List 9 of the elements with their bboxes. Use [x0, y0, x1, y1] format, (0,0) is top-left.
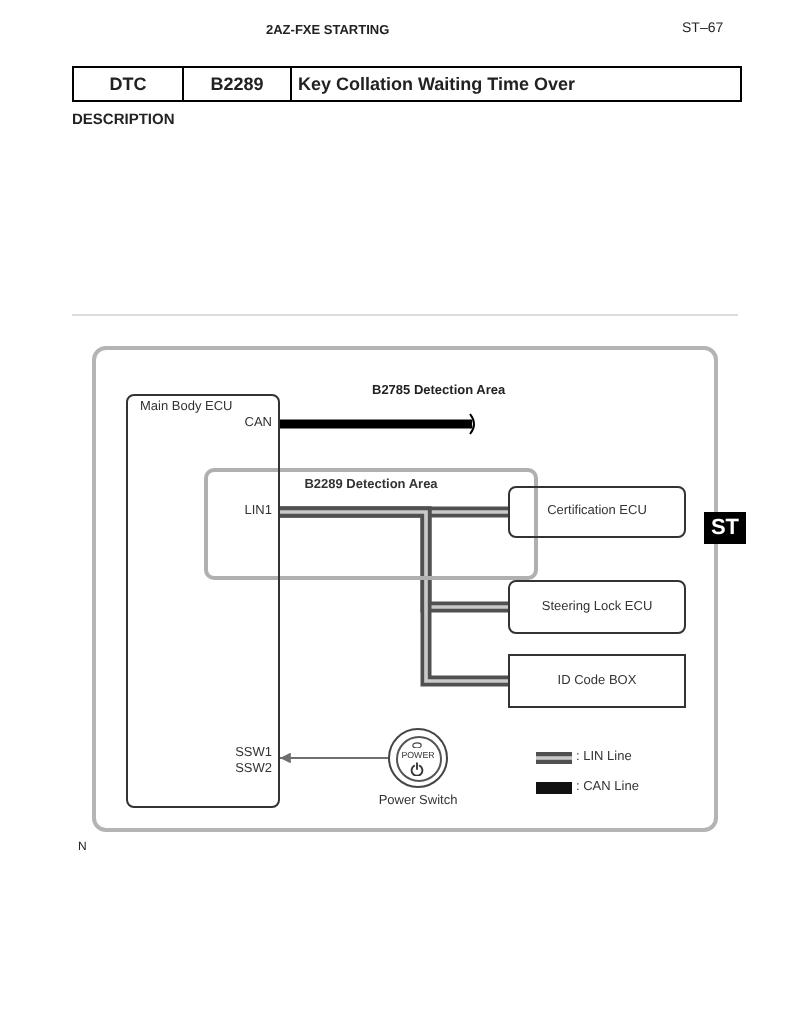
dtc-code-cell: B2289 [182, 68, 290, 100]
power-switch-knob [388, 728, 448, 788]
dtc-title-cell: Key Collation Waiting Time Over [290, 68, 744, 100]
section-tab: ST [704, 512, 746, 544]
table-header-cell-text: DTC [107, 71, 149, 97]
arrow [279, 752, 389, 764]
bus-line [280, 506, 508, 687]
bus-line [280, 413, 475, 435]
ecu-box [126, 394, 280, 808]
